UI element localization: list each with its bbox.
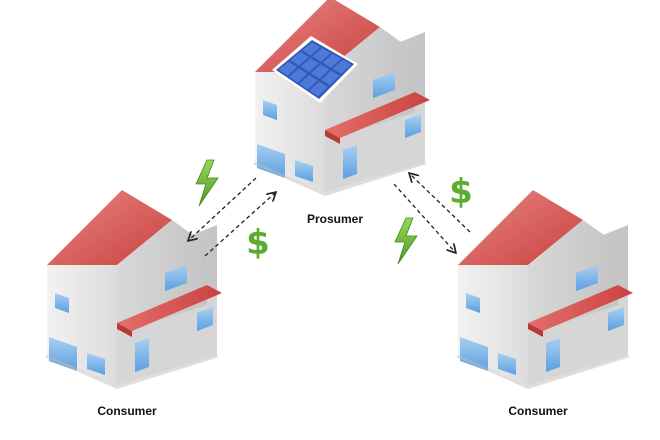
solar-cells <box>278 42 352 97</box>
solar-cell <box>299 74 318 90</box>
solar-cell <box>309 81 328 97</box>
lightning-bolt-icon <box>195 159 219 207</box>
dollar-sign-icon-left: $ <box>246 223 270 263</box>
solar-cell <box>332 59 352 74</box>
solar-cell <box>321 70 340 86</box>
consumer-label-left: Consumer <box>97 404 157 418</box>
prosumer-label: Prosumer <box>306 212 364 226</box>
solar-cell <box>290 51 309 66</box>
dollar-sign-icon-right: $ <box>449 172 473 212</box>
arrow-to-consumer-right <box>393 183 455 252</box>
consumer-house-right <box>456 150 633 389</box>
solar-cell <box>289 68 308 83</box>
solar-cell <box>278 61 298 76</box>
solar-cell <box>300 58 320 73</box>
solar-cell <box>302 42 321 56</box>
arrow-to-consumer-left <box>189 177 257 240</box>
exchange-arrows-right <box>393 174 471 252</box>
prosumer-house <box>253 0 430 196</box>
consumer-label-right: Consumer <box>508 404 568 418</box>
exchange-arrows-left <box>189 177 275 257</box>
solar-cell <box>310 64 330 79</box>
solar-cell <box>312 48 331 62</box>
arrow-to-prosumer-from-left <box>204 193 275 257</box>
lightning-bolt-icon <box>394 217 418 265</box>
solar-cell <box>322 53 341 68</box>
consumer-house-left <box>45 150 222 389</box>
